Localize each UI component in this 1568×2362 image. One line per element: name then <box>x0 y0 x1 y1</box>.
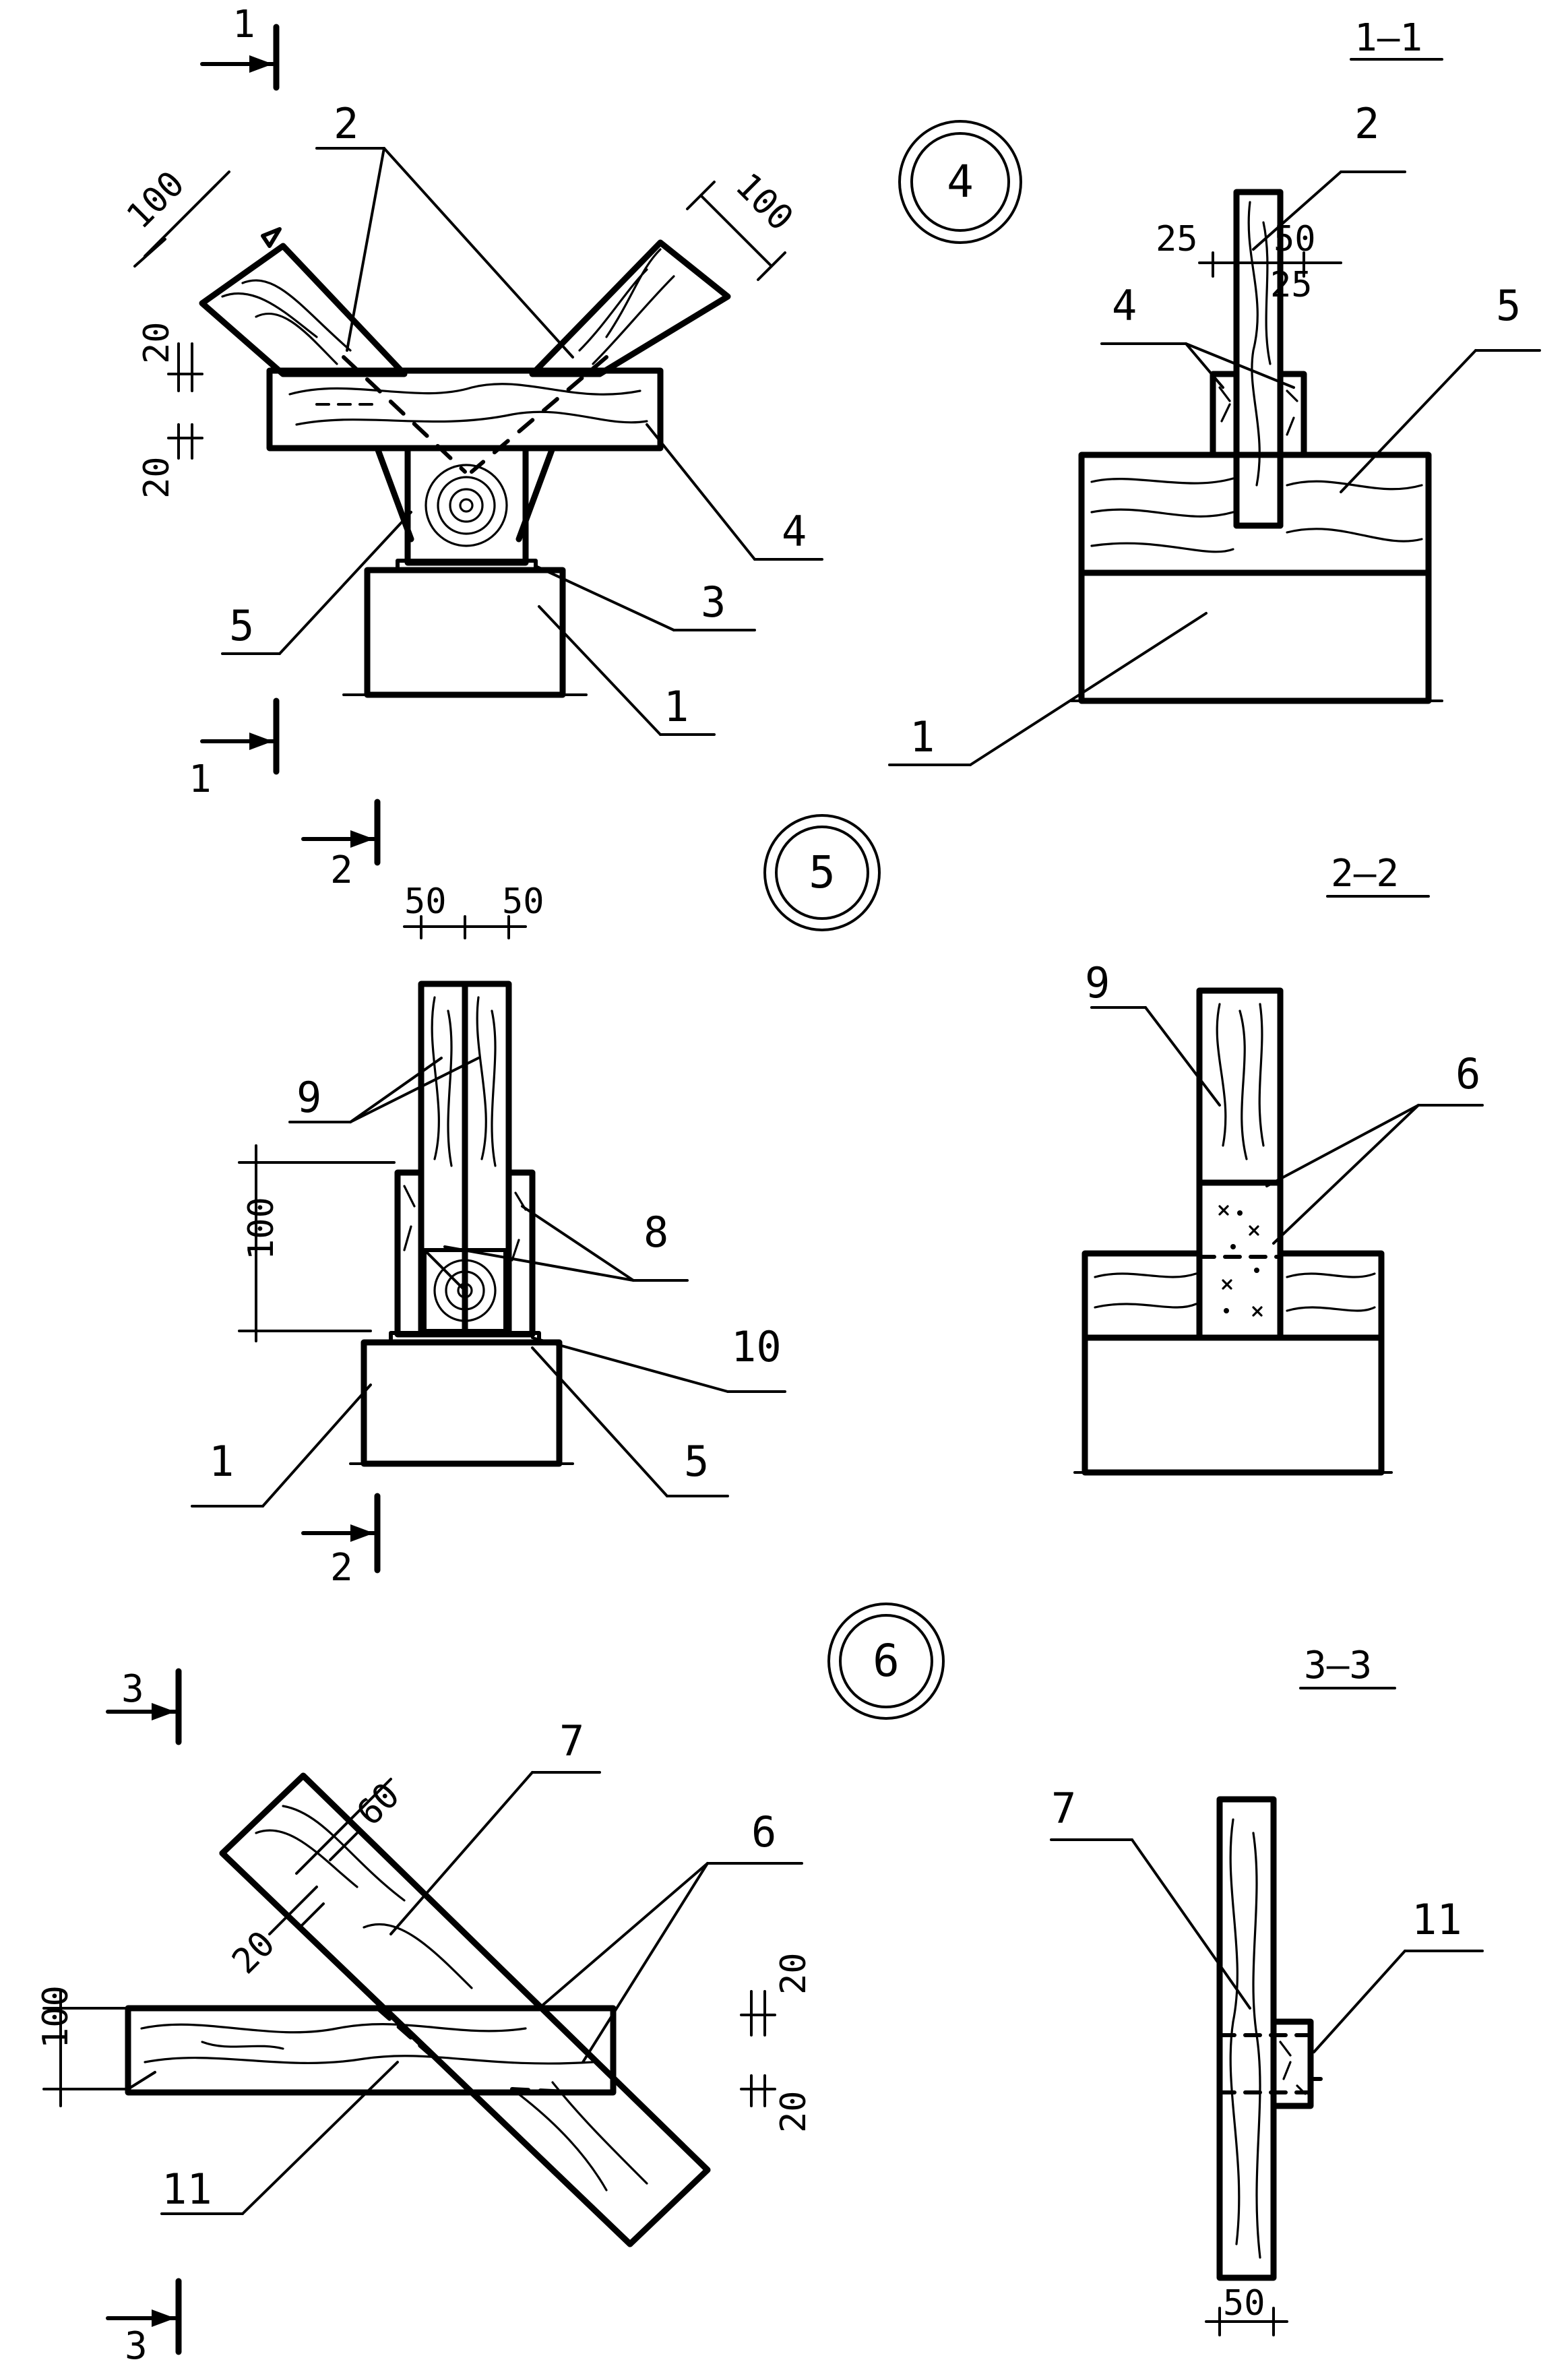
section-mark-3-top: 3 <box>106 1667 182 1745</box>
dim-20-diag: 20 <box>224 1923 283 1982</box>
node-number: 6 <box>873 1635 900 1687</box>
section-title-3-3: 3–3 <box>1299 1644 1396 1689</box>
dim-25-right: 25 <box>1270 265 1313 305</box>
label-7: 7 <box>1051 1784 1076 1833</box>
label-2: 2 <box>1354 99 1379 148</box>
section-title-2-2: 2–2 <box>1326 852 1430 898</box>
section-mark-label: 1 <box>232 3 255 46</box>
section-mark-3-bottom: 3 <box>106 2278 182 2362</box>
label-4: 4 <box>782 507 807 556</box>
label-10: 10 <box>731 1322 782 1371</box>
label-2: 2 <box>334 99 358 148</box>
node6-view: 60 20 100 20 20 7 6 11 <box>36 1716 814 2247</box>
node4-view: 100 100 20 20 2 4 3 5 1 <box>119 99 823 736</box>
dim-100: 100 <box>241 1197 282 1260</box>
node-marker-5: 5 <box>763 814 881 931</box>
section-1-1-view: 25 50 25 2 4 5 1 <box>888 99 1541 766</box>
label-1: 1 <box>209 1437 234 1486</box>
node-marker-6: 6 <box>827 1603 945 1720</box>
node5-view: 50 50 100 9 8 10 1 5 <box>191 881 786 1508</box>
label-6: 6 <box>751 1807 776 1857</box>
section-mark-2-top: 2 <box>301 799 381 892</box>
label-5: 5 <box>684 1437 709 1486</box>
label-1: 1 <box>910 712 935 762</box>
dim-20-top: 20 <box>137 321 177 364</box>
dim-100: 100 <box>36 1985 76 2049</box>
section-title: 2–2 <box>1331 852 1399 896</box>
label-11: 11 <box>1412 1895 1462 1944</box>
section-mark-label: 1 <box>189 757 212 801</box>
dim-20-bottom: 20 <box>137 456 177 499</box>
section-title-1-1: 1–1 <box>1350 16 1443 61</box>
label-9: 9 <box>1085 958 1110 1007</box>
label-9: 9 <box>296 1073 321 1122</box>
dim-100-right: 100 <box>728 166 801 239</box>
label-1: 1 <box>664 682 689 731</box>
dim-20-bottom: 20 <box>774 2090 814 2133</box>
dim-20-top: 20 <box>774 1952 814 1995</box>
section-mark-label: 2 <box>330 1546 353 1590</box>
section-title: 3–3 <box>1304 1644 1372 1687</box>
dim-25-left: 25 <box>1156 219 1198 259</box>
node-marker-4: 4 <box>898 120 1022 244</box>
section-mark-label: 3 <box>125 2324 148 2362</box>
dim-50-left: 50 <box>404 881 447 922</box>
section-mark-1-top: 1 <box>200 3 280 91</box>
dim-100-left: 100 <box>119 164 193 237</box>
label-8: 8 <box>644 1208 668 1257</box>
section-3-3-view: 50 7 11 <box>1050 1784 1484 2336</box>
section-mark-label: 2 <box>330 848 353 892</box>
node-number: 5 <box>809 846 836 898</box>
label-5: 5 <box>229 601 254 650</box>
label-7: 7 <box>559 1716 584 1766</box>
label-3: 3 <box>701 578 726 627</box>
label-11: 11 <box>162 2165 212 2214</box>
label-5: 5 <box>1496 281 1521 330</box>
section-title: 1–1 <box>1354 16 1422 60</box>
node-number: 4 <box>947 156 974 208</box>
label-6: 6 <box>1455 1049 1480 1098</box>
section-2-2-view: 9 6 <box>1073 958 1484 1476</box>
dim-50-right: 50 <box>502 881 544 922</box>
section-mark-2-bottom: 2 <box>301 1493 381 1590</box>
dim-50: 50 <box>1223 2283 1265 2324</box>
label-4: 4 <box>1112 281 1137 330</box>
section-mark-label: 3 <box>121 1667 144 1711</box>
section-mark-1-bottom: 1 <box>189 697 280 801</box>
